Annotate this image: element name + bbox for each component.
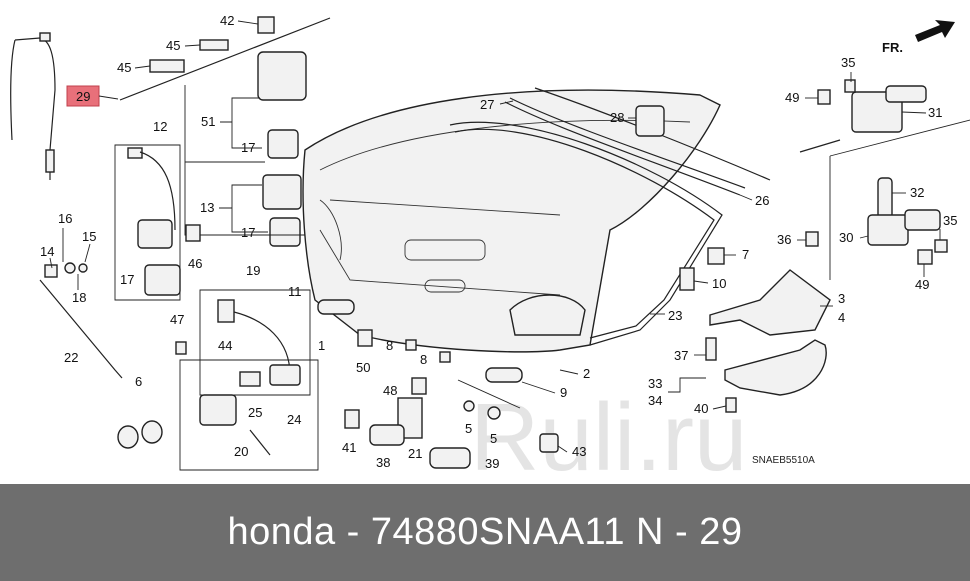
- callout-6: 6: [135, 374, 142, 389]
- callout-30: 30: [839, 230, 853, 245]
- callout-43: 43: [572, 444, 586, 459]
- callout-16: 16: [58, 211, 72, 226]
- callout-42: 42: [220, 13, 234, 28]
- callout-45-bottom: 45: [117, 60, 131, 75]
- callout-17-mid: 17: [241, 225, 255, 240]
- small-fasteners: [317, 299, 559, 469]
- callout-14: 14: [40, 244, 54, 259]
- callout-23: 23: [668, 308, 682, 323]
- callout-18: 18: [72, 290, 86, 305]
- callout-45-top: 45: [166, 38, 180, 53]
- callout-37: 37: [674, 348, 688, 363]
- parts-diagram-svg: Ruli.ru: [10, 13, 970, 491]
- callout-10: 10: [712, 276, 726, 291]
- callout-50: 50: [356, 360, 370, 375]
- opener-cable: [39, 262, 123, 379]
- callout-33: 33: [648, 376, 662, 391]
- callout-20: 20: [234, 444, 248, 459]
- front-arrow: FR.: [882, 20, 955, 55]
- callout-40: 40: [694, 401, 708, 416]
- callout-48: 48: [383, 383, 397, 398]
- callout-49-top: 49: [785, 90, 799, 105]
- weatherstrip: [449, 121, 723, 346]
- callout-22: 22: [64, 350, 78, 365]
- left-latch-bracket: [114, 144, 201, 301]
- callout-4: 4: [838, 310, 845, 325]
- callout-47: 47: [170, 312, 184, 327]
- callout-26: 26: [755, 193, 769, 208]
- callout-21: 21: [408, 446, 422, 461]
- callout-5-left: 5: [465, 421, 472, 436]
- callout-7: 7: [742, 247, 749, 262]
- callout-36: 36: [777, 232, 791, 247]
- callout-3: 3: [838, 291, 845, 306]
- callout-46: 46: [188, 256, 202, 271]
- callout-17-left: 17: [120, 272, 134, 287]
- callout-19: 19: [246, 263, 260, 278]
- callout-31: 31: [928, 105, 942, 120]
- callout-15: 15: [82, 229, 96, 244]
- trunk-release-cable: [10, 17, 331, 180]
- callout-12: 12: [153, 119, 167, 134]
- callout-labels: 42 45 45 51 17 13 17 12 17 46 16 14 15 1…: [40, 13, 957, 471]
- key-cylinder-group: [175, 289, 319, 471]
- callout-11: 11: [288, 284, 302, 299]
- footer-title: honda - 74880SNAA11 N - 29: [227, 511, 743, 553]
- callout-51: 51: [201, 114, 215, 129]
- callout-24: 24: [287, 412, 301, 427]
- callout-8-bottom: 8: [420, 352, 427, 367]
- callout-17-top: 17: [241, 140, 255, 155]
- front-arrow-label: FR.: [882, 40, 903, 55]
- parts-diagram: Ruli.ru: [10, 13, 970, 491]
- callout-25: 25: [248, 405, 262, 420]
- callout-35-top: 35: [841, 55, 855, 70]
- diagram-code: SNAEB5510A: [752, 455, 815, 466]
- callout-9: 9: [560, 385, 567, 400]
- callout-1: 1: [318, 338, 325, 353]
- callout-28: 28: [610, 110, 624, 125]
- callout-13: 13: [200, 200, 214, 215]
- hinge-assembly: [679, 231, 831, 413]
- latch-assembly: [149, 16, 307, 247]
- callout-39: 39: [485, 456, 499, 471]
- callout-35-right: 35: [943, 213, 957, 228]
- callout-29-highlight: 29: [76, 89, 90, 104]
- callout-41: 41: [342, 440, 356, 455]
- leader-lines: [49, 20, 941, 453]
- callout-5-right: 5: [490, 431, 497, 446]
- callout-2: 2: [583, 366, 590, 381]
- highlighted-callout: 29: [66, 85, 119, 107]
- callout-8-top: 8: [386, 338, 393, 353]
- callout-44: 44: [218, 338, 232, 353]
- callout-34: 34: [648, 393, 662, 408]
- callout-38: 38: [376, 455, 390, 470]
- callout-32: 32: [910, 185, 924, 200]
- callout-49-bottom: 49: [915, 277, 929, 292]
- callout-27: 27: [480, 97, 494, 112]
- footer-bar: honda - 74880SNAA11 N - 29: [0, 484, 970, 581]
- watermark-text: Ruli.ru: [470, 384, 747, 484]
- grommets: [117, 420, 163, 449]
